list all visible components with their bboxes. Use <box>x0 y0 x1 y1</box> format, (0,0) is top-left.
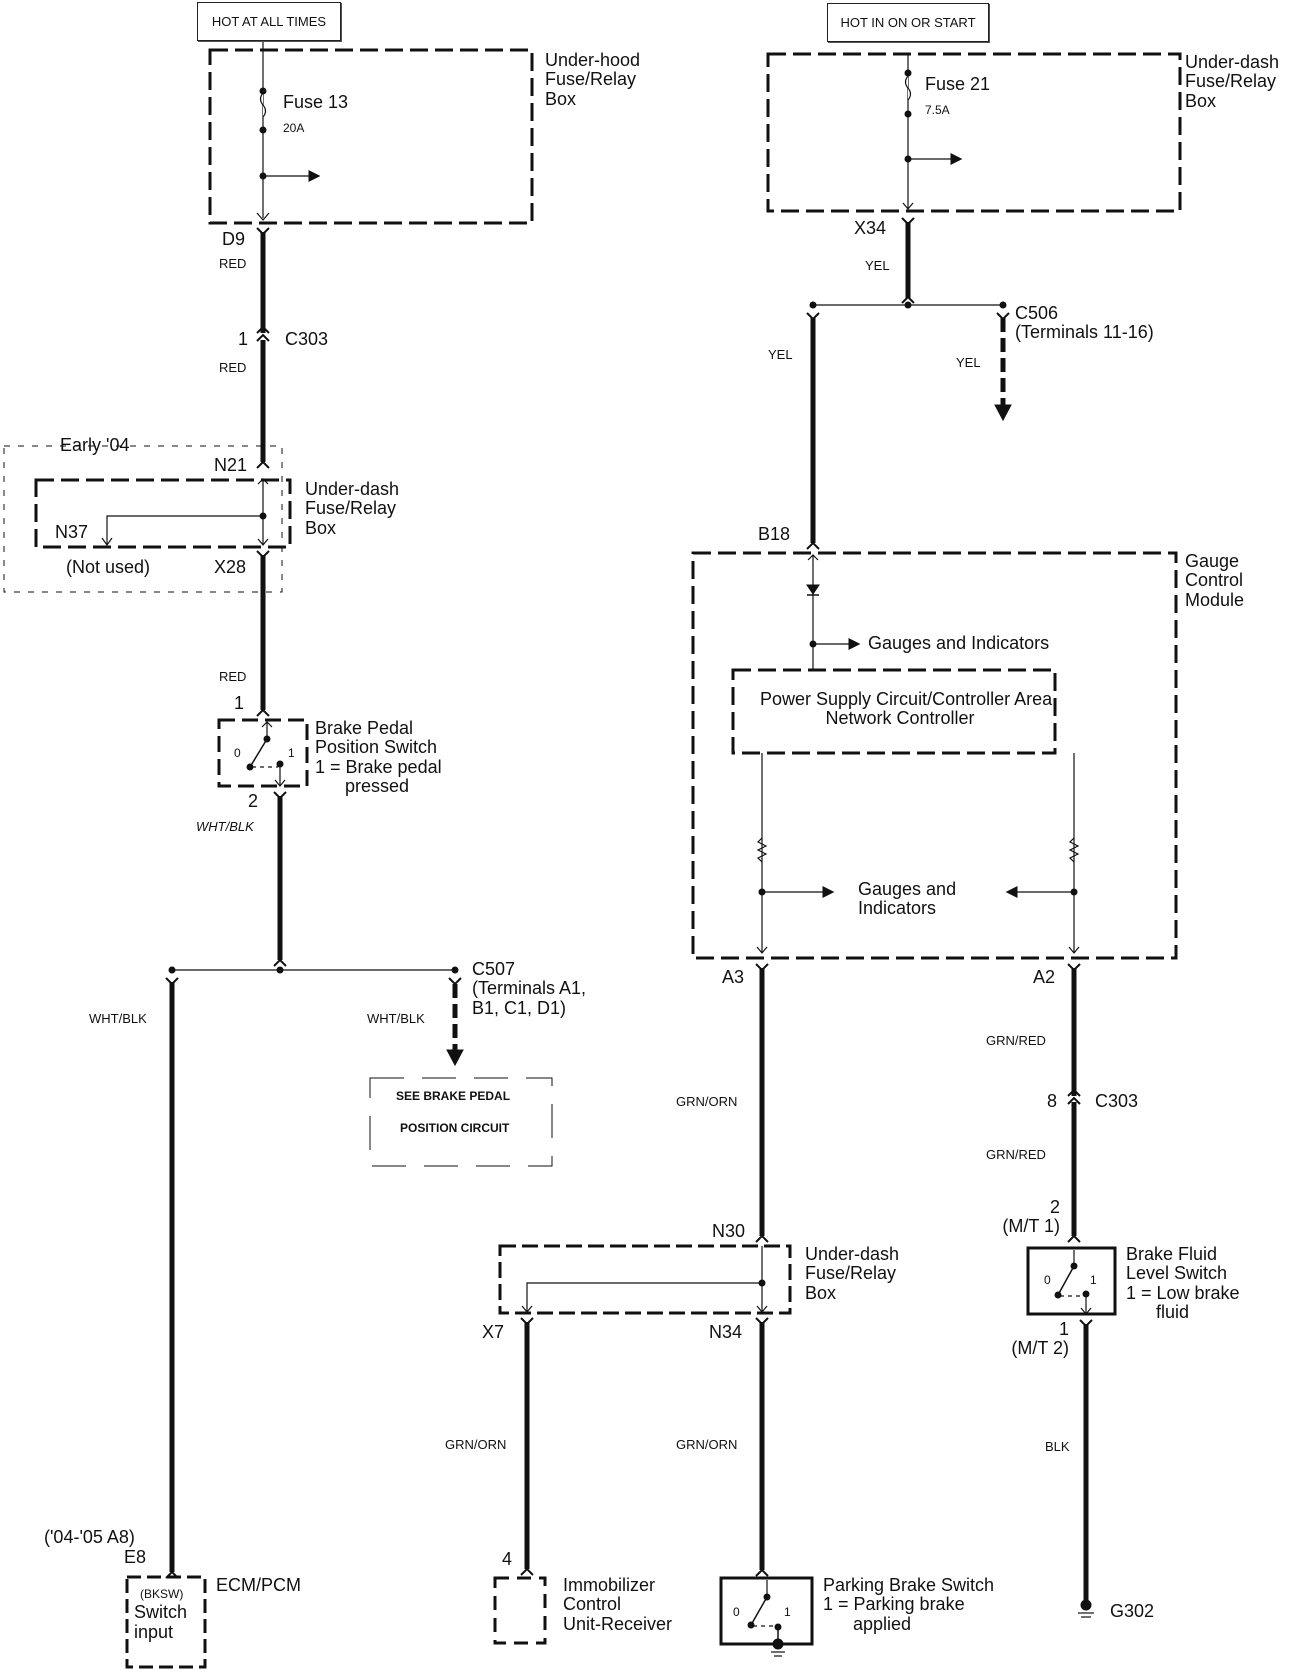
bpps-pos-1: 1 <box>288 746 295 760</box>
wire-color-yel-1: YEL <box>865 258 890 273</box>
wire-color-grnred-2: GRN/RED <box>986 1147 1046 1162</box>
not-used-label: (Not used) <box>66 557 151 577</box>
bfls-pos-0: 0 <box>1044 1273 1051 1287</box>
connector-n37: N37 <box>55 522 89 542</box>
see-circuit-line-2: POSITION CIRCUIT <box>400 1121 510 1135</box>
fuse-21-name: Fuse 21 <box>925 74 991 94</box>
underdash-early04-label: Under-dash Fuse/Relay Box <box>305 479 400 538</box>
hot-in-on-or-start-label: HOT IN ON OR START <box>827 3 989 42</box>
connector-c506: C506 (Terminals 11-16) <box>1015 303 1154 343</box>
parking-brake-switch-outline <box>719 1576 814 1646</box>
wire-color-whtblk-3: WHT/BLK <box>367 1011 425 1026</box>
underhood-box-outline <box>208 48 534 225</box>
see-circuit-box <box>369 1077 553 1167</box>
wire-color-grnred-1: GRN/RED <box>986 1033 1046 1048</box>
pbs-pos-0: 0 <box>733 1605 740 1619</box>
ecm-box-outline <box>125 1575 207 1669</box>
wire-color-red-3: RED <box>219 669 247 684</box>
ecm-pin-desc: Switch input <box>134 1602 188 1642</box>
wire-color-whtblk-1: WHT/BLK <box>196 819 254 834</box>
immobilizer-box-outline <box>493 1576 547 1645</box>
connector-b18: B18 <box>758 524 791 544</box>
underdash-box-top-label: Under-dash Fuse/Relay Box <box>1185 52 1280 111</box>
early-04-label: Early '04 <box>60 435 130 455</box>
underdash-box-bottom-label: Under-dash Fuse/Relay Box <box>805 1244 900 1303</box>
wire-color-yel-3: YEL <box>956 355 981 370</box>
see-circuit-line-1: SEE BRAKE PEDAL <box>396 1089 511 1103</box>
ecm-pin-bksw: (BKSW) <box>140 1587 184 1601</box>
wire-color-grnorn-2: GRN/ORN <box>445 1437 507 1452</box>
bfls-pos-1: 1 <box>1090 1273 1097 1287</box>
brake-fluid-switch-outline <box>1026 1246 1117 1316</box>
underdash-box-bottom-outline <box>498 1244 792 1315</box>
connector-n21: N21 <box>214 455 248 475</box>
connector-x34: X34 <box>854 218 887 238</box>
brake-pedal-switch-label: Brake Pedal Position Switch 1 = Brake pe… <box>315 718 442 797</box>
connector-n34: N34 <box>709 1322 743 1342</box>
underdash-early04-outline <box>34 478 292 549</box>
fuse-13-name: Fuse 13 <box>283 92 349 112</box>
immobilizer-pin-4: 4 <box>502 1549 513 1569</box>
connector-c303-pin-1: 1 <box>238 329 249 349</box>
connector-n30: N30 <box>712 1221 746 1241</box>
ground-g302: G302 <box>1110 1601 1155 1621</box>
brake-pedal-switch-outline <box>217 718 309 788</box>
hot-at-all-times-label: HOT AT ALL TIMES <box>197 2 341 41</box>
bpps-pin-2: 2 <box>248 791 259 811</box>
wire-color-grnorn-1: GRN/ORN <box>676 1094 738 1109</box>
wire-color-blk: BLK <box>1045 1439 1070 1454</box>
connector-a3: A3 <box>722 967 745 987</box>
bpps-pos-0: 0 <box>234 746 241 760</box>
power-supply-box-outline <box>731 668 1057 755</box>
immobilizer-label: Immobilizer Control Unit-Receiver <box>563 1575 673 1634</box>
underdash-box-top-outline <box>766 52 1182 213</box>
gauge-module-outline <box>691 551 1178 960</box>
gauges-indicators-top: Gauges and Indicators <box>868 633 1050 653</box>
wire-color-red-2: RED <box>219 360 247 375</box>
ecm-pcm-label: ECM/PCM <box>216 1575 301 1595</box>
connector-c303-left: C303 <box>285 329 329 349</box>
connector-d9: D9 <box>222 229 246 249</box>
gauges-indicators-bottom: Gauges and Indicators <box>858 879 957 919</box>
bpps-pin-1: 1 <box>234 693 245 713</box>
connector-a2: A2 <box>1033 967 1056 987</box>
wire-color-red-1: RED <box>219 256 247 271</box>
connector-x28: X28 <box>214 557 247 577</box>
gauge-module-label: Gauge Control Module <box>1185 551 1245 610</box>
bfls-pin-1: 1 (M/T 2) <box>1011 1319 1069 1359</box>
connector-c303-pin-8: 8 <box>1047 1091 1058 1111</box>
wire-color-grnorn-3: GRN/ORN <box>676 1437 738 1452</box>
connector-x7: X7 <box>482 1322 505 1342</box>
bfls-pin-2: 2 (M/T 1) <box>1002 1197 1060 1237</box>
connector-e8: E8 <box>124 1547 147 1567</box>
ecm-alt-pin: ('04-'05 A8) <box>44 1527 135 1547</box>
fuse-21-rating: 7.5A <box>925 103 950 117</box>
early-04-outline <box>3 445 283 593</box>
wire-color-yel-2: YEL <box>768 347 793 362</box>
brake-fluid-switch-label: Brake Fluid Level Switch 1 = Low brake f… <box>1126 1244 1240 1323</box>
parking-brake-switch-label: Parking Brake Switch 1 = Parking brake a… <box>823 1575 995 1634</box>
power-supply-ctrl-label: Power Supply Circuit/Controller Area Net… <box>760 689 1053 729</box>
wire-color-whtblk-2: WHT/BLK <box>89 1011 147 1026</box>
fuse-13-rating: 20A <box>283 121 305 135</box>
connector-c303-right: C303 <box>1095 1091 1139 1111</box>
underhood-box-label: Under-hood Fuse/Relay Box <box>545 50 641 109</box>
connector-c507: C507 (Terminals A1, B1, C1, D1) <box>472 959 587 1018</box>
pbs-pos-1: 1 <box>784 1605 791 1619</box>
